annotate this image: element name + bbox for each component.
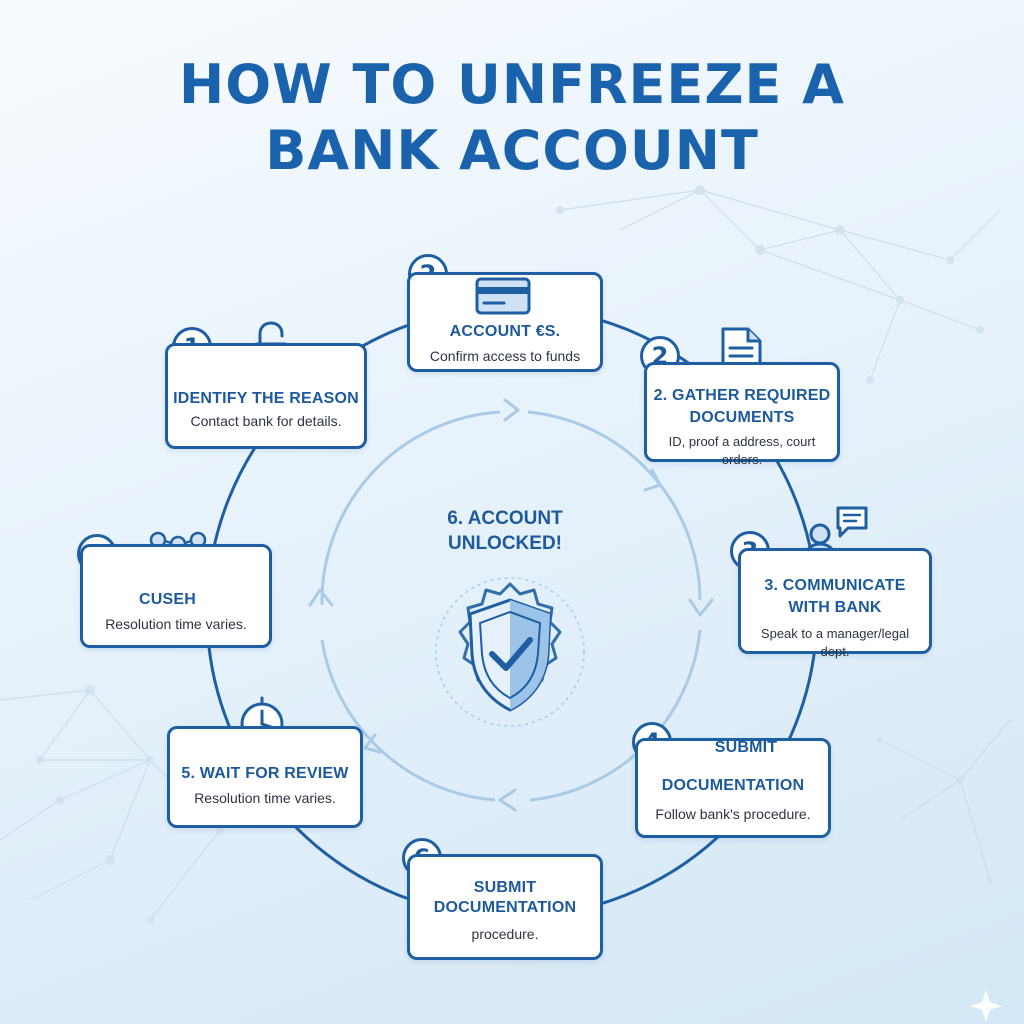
step-subtitle: ID, proof a address, court orders. — [668, 434, 816, 467]
step-title: SUBMIT — [473, 879, 537, 896]
step-title: 2. GATHER REQUIRED — [653, 387, 831, 404]
step-card-submit-documentation: SUBMIT DOCUMENTATION Follow bank's proce… — [635, 738, 831, 838]
step-subtitle: Contact bank for details. — [190, 413, 342, 429]
step-card-wait-review: 5. WAIT FOR REVIEW Resolution time varie… — [167, 726, 363, 828]
step-title: CUSEH — [139, 591, 197, 608]
page-title: HOW TO UNFREEZE A BANK ACCOUNT — [0, 52, 1024, 184]
step-subtitle: Speak to a manager/legal dept. — [760, 626, 910, 659]
step-card-account: ACCOUNT €S. Confirm access to funds — [407, 272, 603, 372]
step-title: SUBMIT — [714, 739, 778, 756]
step-card-submit-documentation-bottom: SUBMIT DOCUMENTATION procedure. — [407, 854, 603, 960]
credit-card-icon — [475, 277, 531, 315]
center-label-line-2: UNLOCKED! — [448, 533, 562, 554]
step-title: 3. COMMUNICATE — [764, 577, 906, 594]
step-card-communicate-bank: 3. COMMUNICATE WITH BANK Speak to a mana… — [738, 548, 932, 659]
step-card-cuseh: CUSEH Resolution time varies. — [80, 544, 272, 648]
step-subtitle: Resolution time varies. — [105, 616, 247, 632]
step-title: ACCOUNT €S. — [449, 323, 561, 340]
shield-check-gear-icon — [435, 577, 585, 727]
step-title-line-2: DOCUMENTATION — [433, 899, 577, 916]
title-line-2: BANK ACCOUNT — [265, 119, 759, 182]
center-label: 6. ACCOUNT UNLOCKED! — [400, 506, 610, 556]
step-subtitle: Follow bank's procedure. — [655, 806, 811, 822]
step-title-line-2: WITH BANK — [788, 599, 882, 616]
step-subtitle: Resolution time varies. — [194, 790, 336, 806]
step-title-line-2: DOCUMENTS — [689, 409, 795, 426]
step-title: IDENTIFY THE REASON — [173, 390, 359, 407]
step-card-gather-documents: 2. GATHER REQUIRED DOCUMENTS ID, proof a… — [644, 362, 840, 467]
step-title-line-2: DOCUMENTATION — [661, 777, 805, 794]
center-label-line-1: 6. ACCOUNT — [447, 508, 563, 529]
step-card-identify-reason: IDENTIFY THE REASON Contact bank for det… — [165, 343, 367, 449]
step-title: 5. WAIT FOR REVIEW — [181, 765, 349, 782]
title-line-1: HOW TO UNFREEZE A — [179, 53, 845, 116]
step-subtitle: Confirm access to funds — [429, 348, 581, 364]
step-subtitle: procedure. — [471, 926, 539, 942]
